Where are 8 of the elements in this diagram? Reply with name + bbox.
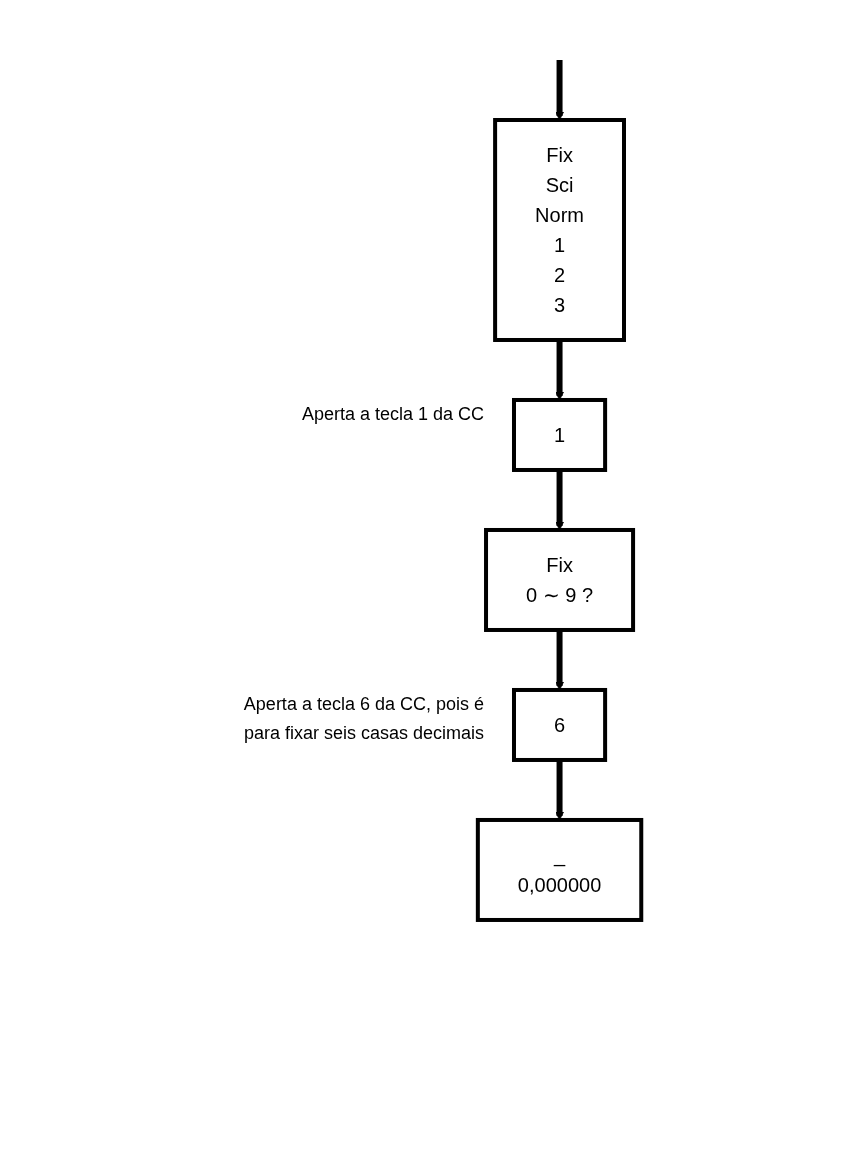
display-box: _ 0,000000: [475, 817, 644, 922]
display-box: 6: [511, 688, 607, 762]
instruction-text: Aperta a tecla 6 da CC, pois é para fixar seis casas decimais: [242, 693, 484, 745]
display-box: 1: [511, 398, 607, 472]
arrow: [555, 60, 564, 121]
display-box: Fix Sci Norm 1 2 3: [492, 118, 626, 342]
instruction-text: Aperta a tecla 1 da CC: [300, 403, 484, 426]
display-box: Fix 0 ∼ 9 ?: [483, 528, 635, 632]
